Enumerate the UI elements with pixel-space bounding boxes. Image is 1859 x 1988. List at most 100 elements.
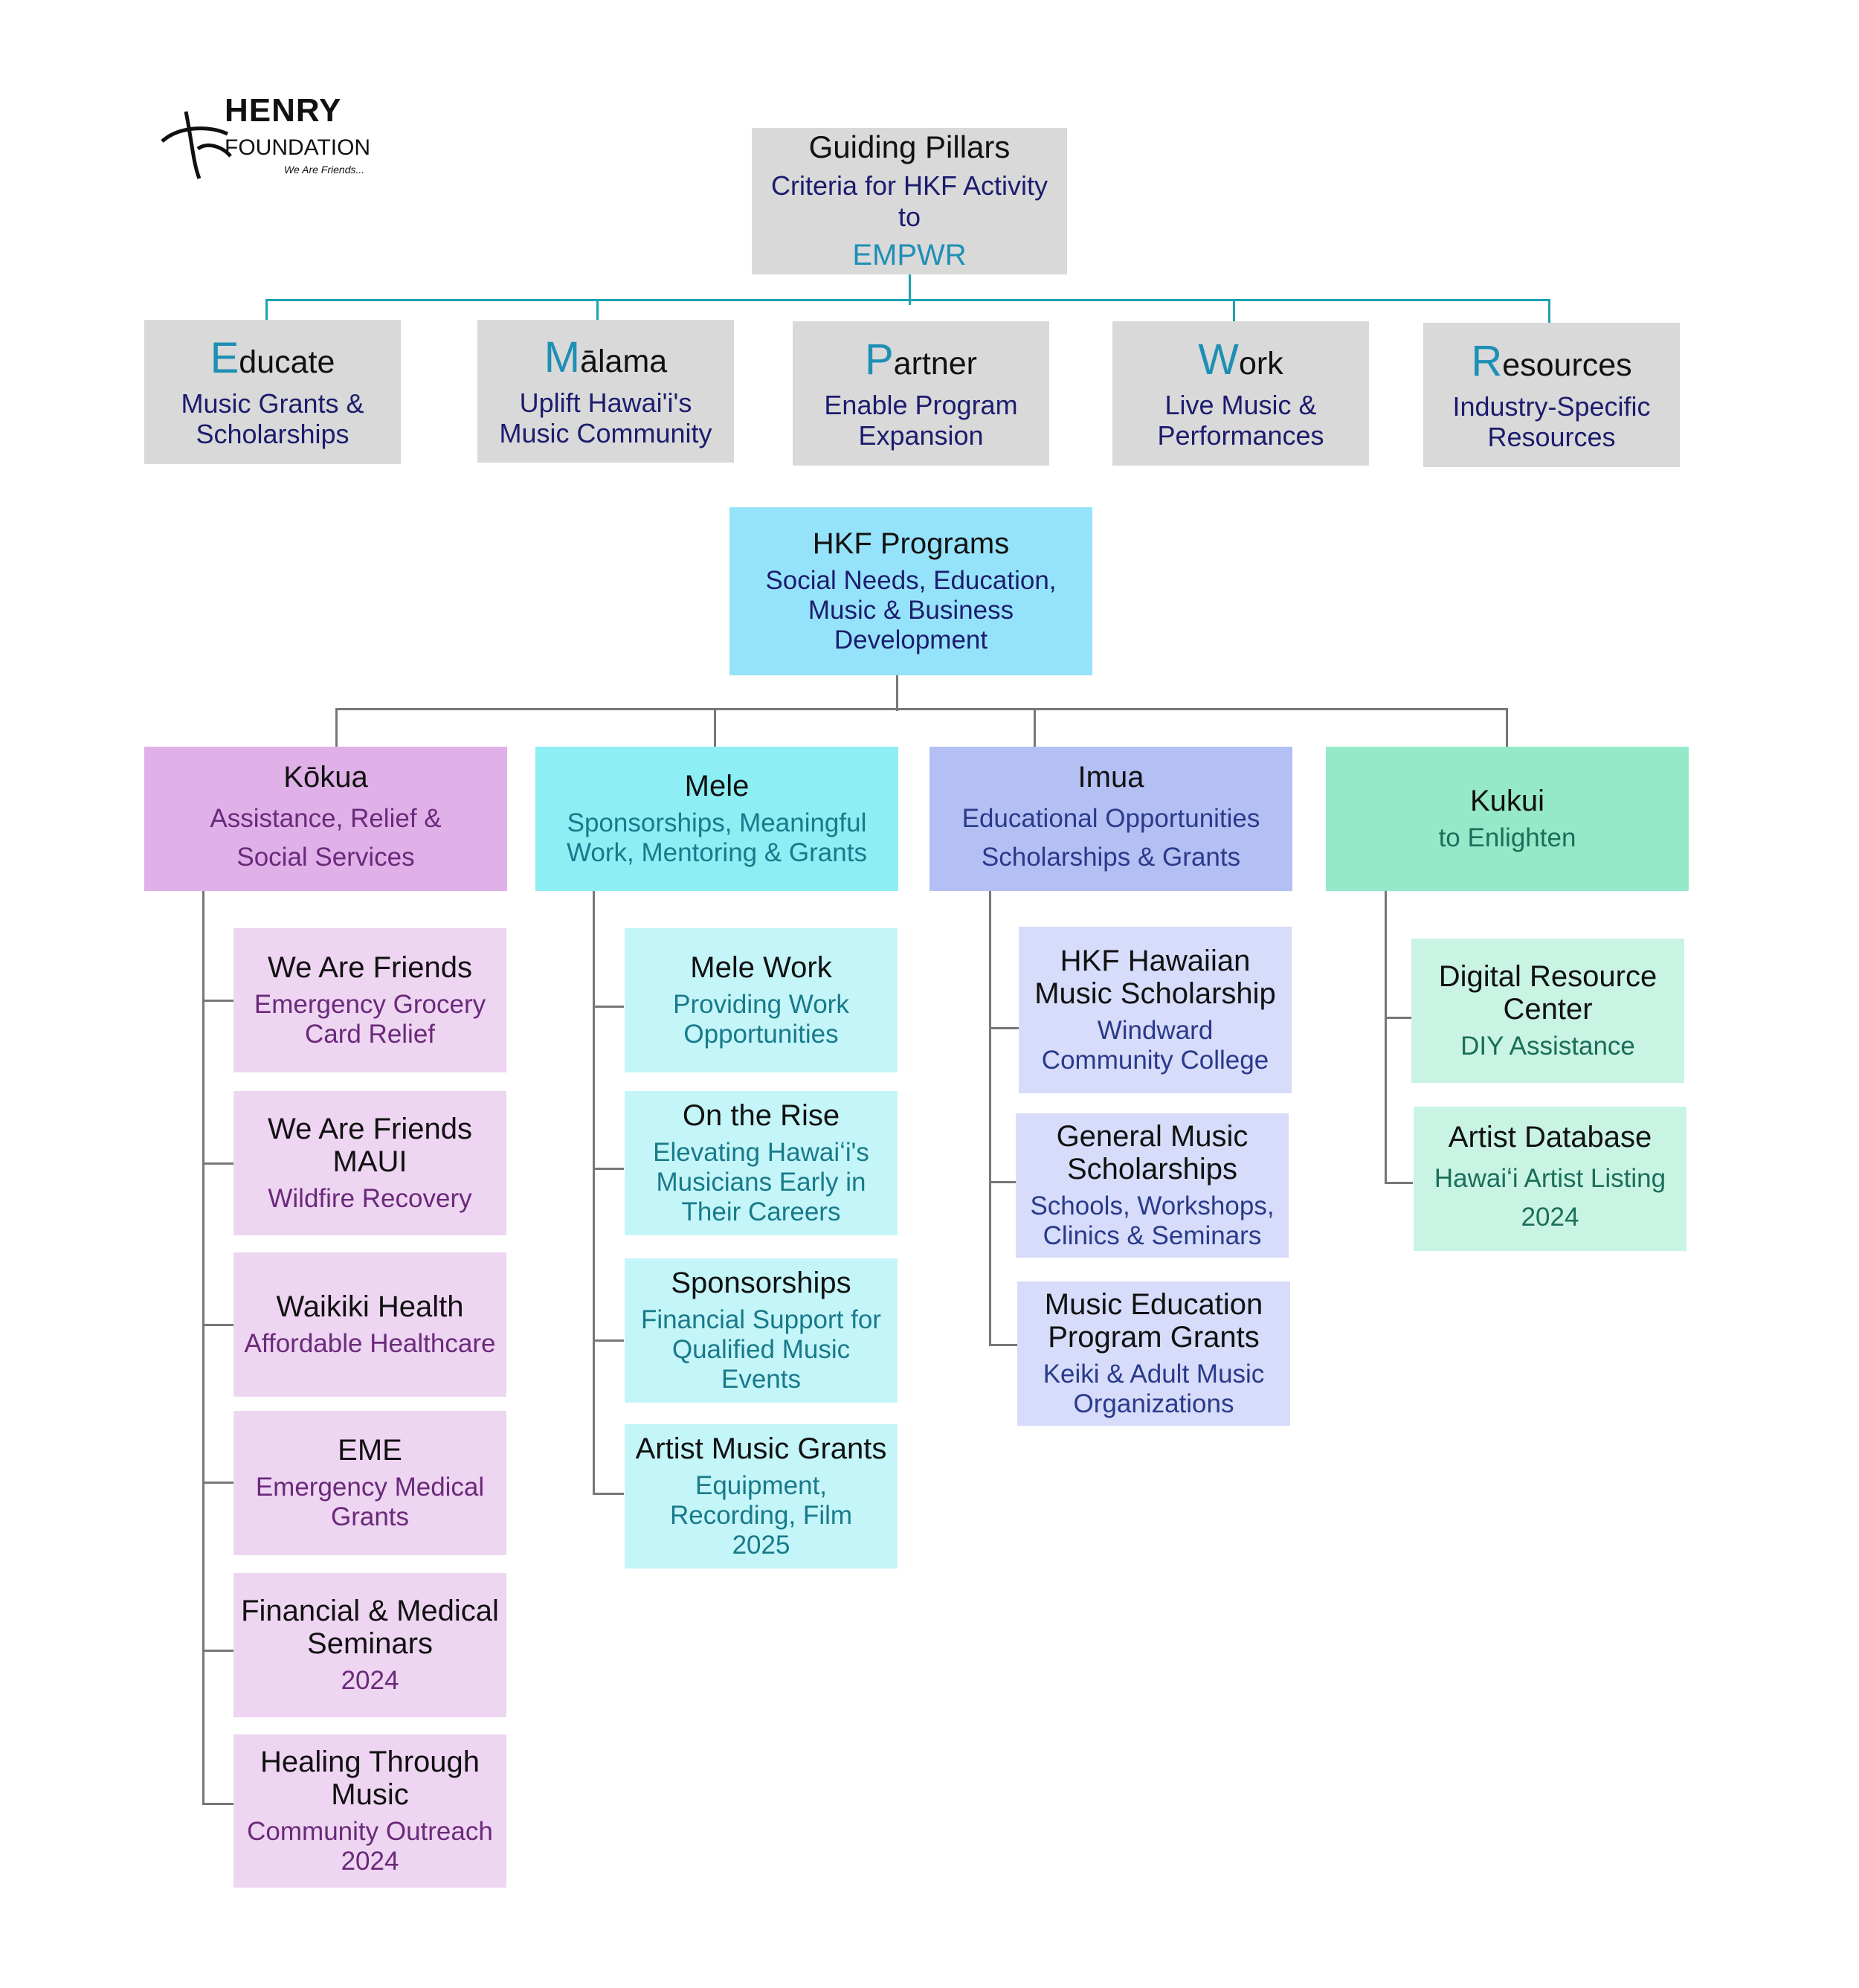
connector [909, 274, 911, 305]
category-title: Kōkua [283, 760, 368, 794]
connector [989, 891, 991, 1346]
connector [265, 299, 268, 320]
programs-title: HKF Programs [812, 527, 1010, 560]
item-subtitle: Keiki & Adult Music Organizations [1043, 1359, 1265, 1418]
mele-item: Artist Music Grants Equipment, Recording… [625, 1424, 898, 1569]
connector [1506, 708, 1508, 747]
connector [1385, 1017, 1413, 1019]
category-subtitle: Educational Opportunities Scholarships &… [961, 803, 1260, 872]
category-subtitle: Sponsorships, Meaningful Work, Mentoring… [567, 808, 867, 867]
category-mele: Mele Sponsorships, Meaningful Work, Ment… [535, 747, 898, 891]
connector [202, 1803, 233, 1805]
pillar-title: Partner [864, 335, 978, 384]
connector [202, 1482, 233, 1484]
connector [335, 708, 338, 747]
logo-name: HENRY [225, 92, 342, 129]
kokua-item: We Are Friends Emergency Grocery Card Re… [233, 928, 506, 1072]
pillar-title: Mālama [544, 332, 668, 382]
item-title: Healing Through Music [260, 1745, 480, 1811]
pillar-subtitle: Music Grants & Scholarships [181, 387, 364, 449]
connector [593, 891, 595, 1495]
item-subtitle: Community Outreach 2024 [247, 1816, 493, 1876]
pillar-subtitle: Industry-Specific Resources [1452, 390, 1651, 452]
item-subtitle: DIY Assistance [1460, 1031, 1635, 1061]
kokua-item: Healing Through Music Community Outreach… [233, 1734, 506, 1888]
connector [989, 1181, 1020, 1183]
category-title: Mele [684, 769, 750, 802]
item-subtitle: 2024 [341, 1665, 399, 1695]
category-title: Imua [1077, 760, 1144, 794]
programs-subtitle: Social Needs, Education, Music & Busines… [765, 565, 1057, 655]
category-kukui: Kukui to Enlighten [1326, 747, 1689, 891]
connector [1034, 708, 1036, 747]
item-title: On the Rise [682, 1098, 840, 1132]
item-subtitle: Wildfire Recovery [268, 1183, 472, 1213]
connector [596, 299, 599, 320]
connector [593, 1006, 624, 1008]
item-subtitle: Providing Work Opportunities [673, 989, 849, 1049]
connector [335, 708, 1508, 710]
item-title: Sponsorships [671, 1266, 851, 1299]
connector [593, 1168, 624, 1170]
guiding-pillars-box: Guiding Pillars Criteria for HKF Activit… [752, 128, 1067, 274]
connector [714, 708, 716, 747]
imua-item: General Music Scholarships Schools, Work… [1016, 1113, 1289, 1258]
pillar-work: Work Live Music & Performances [1112, 321, 1369, 466]
item-subtitle: Windward Community College [1041, 1015, 1269, 1075]
item-subtitle: Schools, Workshops, Clinics & Seminars [1030, 1191, 1275, 1250]
item-title: Artist Music Grants [635, 1432, 887, 1465]
guiding-title: Guiding Pillars [808, 129, 1011, 165]
item-subtitle: Elevating Hawaiʻi's Musicians Early in T… [653, 1137, 869, 1227]
item-subtitle: Hawaiʻi Artist Listing 2024 [1434, 1163, 1666, 1232]
item-title: EME [338, 1433, 402, 1467]
connector [1385, 1182, 1413, 1184]
foundation-logo: HENRY FOUNDATION We Are Friends... [156, 89, 379, 186]
hkf-programs-box: HKF Programs Social Needs, Education, Mu… [729, 507, 1092, 675]
pillar-subtitle: Live Music & Performances [1157, 389, 1324, 451]
connector [1233, 299, 1235, 321]
logo-foundation: FOUNDATION [225, 135, 371, 160]
mele-item: On the Rise Elevating Hawaiʻi's Musician… [625, 1091, 898, 1235]
connector [896, 675, 898, 711]
imua-item: Music Education Program Grants Keiki & A… [1017, 1281, 1290, 1426]
pillar-malama: Mālama Uplift Hawai'i's Music Community [477, 320, 734, 463]
guiding-acronym: EMPWR [852, 238, 967, 271]
pillar-subtitle: Uplift Hawai'i's Music Community [499, 387, 712, 448]
item-subtitle: Affordable Healthcare [244, 1328, 496, 1358]
kokua-item: Financial & Medical Seminars 2024 [233, 1573, 506, 1717]
category-kokua: Kōkua Assistance, Relief & Social Servic… [144, 747, 507, 891]
pillar-title: Work [1198, 335, 1283, 384]
connector [593, 1339, 624, 1342]
connector [593, 1493, 624, 1495]
guiding-subtitle: Criteria for HKF Activity to [770, 170, 1048, 232]
connector [1385, 891, 1387, 1184]
pillar-subtitle: Enable Program Expansion [824, 389, 1018, 451]
item-title: Artist Database [1448, 1120, 1652, 1154]
connector [1548, 299, 1550, 323]
connector [202, 1000, 233, 1002]
imua-item: HKF Hawaiian Music Scholarship Windward … [1019, 927, 1292, 1093]
connector [989, 1027, 1020, 1029]
category-imua: Imua Educational Opportunities Scholarsh… [930, 747, 1292, 891]
item-title: Financial & Medical Seminars [241, 1594, 499, 1660]
item-subtitle: Equipment, Recording, Film 2025 [669, 1470, 853, 1560]
connector [202, 891, 204, 1804]
mele-item: Sponsorships Financial Support for Quali… [625, 1258, 898, 1403]
item-subtitle: Emergency Grocery Card Relief [254, 989, 486, 1049]
item-title: We Are Friends [268, 950, 472, 984]
item-title: Music Education Program Grants [1044, 1287, 1263, 1354]
item-subtitle: Financial Support for Qualified Music Ev… [641, 1305, 881, 1395]
kukui-item: Artist Database Hawaiʻi Artist Listing 2… [1414, 1107, 1686, 1251]
item-title: We Are Friends MAUI [268, 1112, 472, 1178]
kokua-item: EME Emergency Medical Grants [233, 1411, 506, 1555]
pillar-title: Resources [1471, 336, 1632, 385]
connector [202, 1162, 233, 1165]
mele-item: Mele Work Providing Work Opportunities [625, 928, 898, 1072]
connector [265, 299, 1550, 301]
pillar-educate: Educate Music Grants & Scholarships [144, 320, 401, 464]
category-subtitle: to Enlighten [1438, 823, 1576, 852]
pillar-partner: Partner Enable Program Expansion [793, 321, 1049, 466]
item-title: Mele Work [690, 950, 832, 984]
category-title: Kukui [1469, 784, 1545, 817]
item-title: Waikiki Health [276, 1290, 464, 1323]
